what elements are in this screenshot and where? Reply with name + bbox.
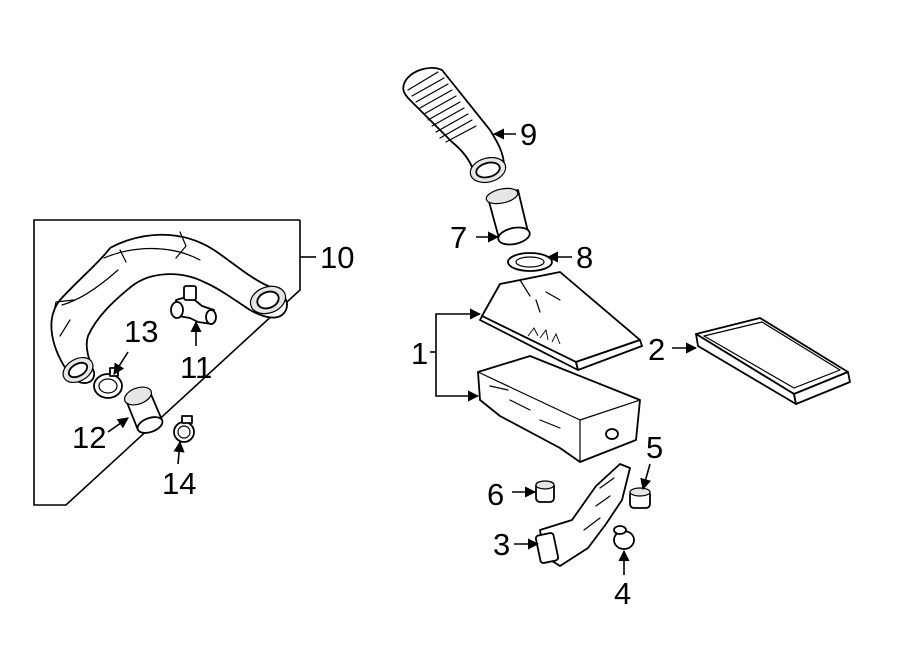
callout-11: 11	[180, 350, 212, 385]
sensor-part-11	[170, 285, 217, 325]
resonator-part-3	[534, 463, 631, 567]
gasket-part-8	[507, 252, 553, 272]
hose-part-12	[123, 386, 164, 434]
grommet-part-4	[613, 525, 635, 550]
clamp-part-13	[93, 367, 123, 399]
air-box-base	[477, 355, 641, 463]
air-box-cover	[479, 271, 643, 371]
kit-inset-box	[33, 219, 316, 506]
callout-13: 13	[124, 314, 158, 349]
grommet-part-5	[629, 487, 651, 509]
callout-10: 10	[320, 240, 354, 275]
leader-lines	[107, 128, 698, 575]
grommet-part-6	[535, 480, 555, 503]
clamp-part-14	[173, 415, 195, 443]
callout-1: 1	[411, 336, 428, 371]
callout-6: 6	[487, 477, 504, 512]
callout-3: 3	[493, 527, 510, 562]
callout-12: 12	[72, 420, 106, 455]
callout-2: 2	[648, 332, 665, 367]
callout-5: 5	[646, 430, 663, 465]
intake-hose-part-9	[402, 67, 507, 184]
callout-8: 8	[576, 240, 593, 275]
callout-7: 7	[450, 220, 467, 255]
outlet-duct	[50, 231, 288, 384]
callout-14: 14	[162, 466, 196, 501]
callout-9: 9	[520, 117, 537, 152]
air-filter-part-2	[695, 317, 851, 405]
callout-4: 4	[614, 576, 631, 611]
adapter-part-7	[485, 187, 531, 246]
